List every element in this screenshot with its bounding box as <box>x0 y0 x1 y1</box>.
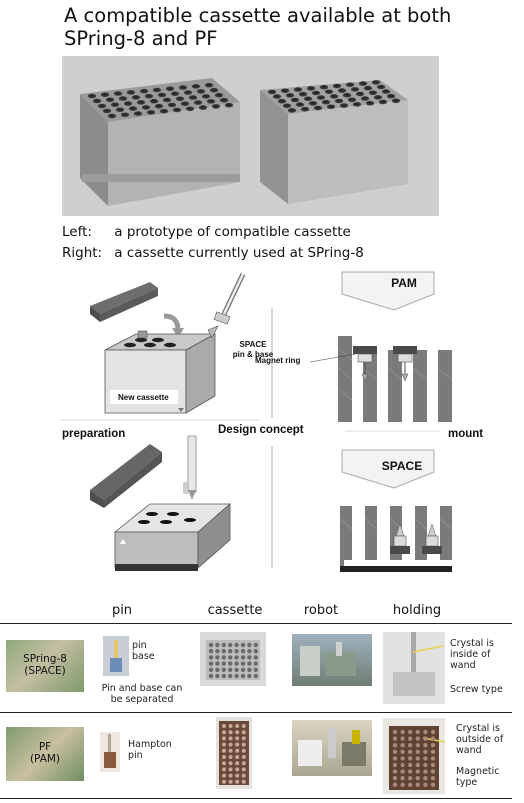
space-pin-base-label: SPACE pin & base <box>232 340 274 359</box>
col-header-cassette: cassette <box>207 603 263 618</box>
mount-label: mount <box>448 428 484 440</box>
screw-type-label: Screw type <box>450 684 503 695</box>
table-bottom-rule <box>0 798 512 799</box>
pin-base-labels: pin base <box>132 640 155 662</box>
caption-right: Right: a cassette currently used at SPri… <box>62 245 364 261</box>
magnet-ring-label: Magnet ring <box>255 356 301 365</box>
space-label: SPACE <box>381 459 423 473</box>
table-top-rule <box>0 623 512 624</box>
pf-holding-photo <box>383 718 445 794</box>
col-header-pin: pin <box>111 603 133 618</box>
spring8-holding-photo <box>383 632 445 704</box>
page-title: A compatible cassette available at both … <box>64 4 452 50</box>
col-header-holding: holding <box>392 603 442 618</box>
col-header-robot: robot <box>303 603 339 618</box>
pam-label: PAM <box>391 276 417 290</box>
pf-aerial-photo: PF (PAM) <box>6 727 84 781</box>
cassette-photo-drawing <box>62 56 439 216</box>
spring8-robot-photo <box>292 634 372 686</box>
design-concept-diagram <box>60 271 453 572</box>
pin-base-note: Pin and base can be separated <box>101 683 183 705</box>
crystal-inside-note: Crystal is inside of wand <box>450 638 494 671</box>
spring8-aerial-photo: SPring-8 (SPACE) <box>6 640 84 692</box>
magnetic-type-label: Magnetic type <box>456 766 500 788</box>
hampton-pin-photo <box>100 732 120 772</box>
new-cassette-label: New cassette <box>118 393 169 402</box>
facility-label-spring8: SPring-8 (SPACE) <box>23 653 67 677</box>
preparation-label: preparation <box>62 428 126 440</box>
space-pin-photo <box>103 636 129 676</box>
pf-cassette-photo <box>216 717 252 789</box>
facility-label-pf: PF (PAM) <box>29 741 61 765</box>
hampton-pin-label: Hampton pin <box>128 739 172 761</box>
pf-robot-photo <box>292 720 372 776</box>
design-concept-label: Design concept <box>218 424 304 436</box>
photo-captions: Left: a prototype of compatible cassette… <box>62 222 364 264</box>
spring8-cassette-photo <box>200 632 266 686</box>
crystal-outside-note: Crystal is outside of wand <box>456 723 504 756</box>
table-middle-rule <box>0 712 512 713</box>
caption-left: Left: a prototype of compatible cassette <box>62 224 351 240</box>
cassette-photo <box>62 56 439 216</box>
